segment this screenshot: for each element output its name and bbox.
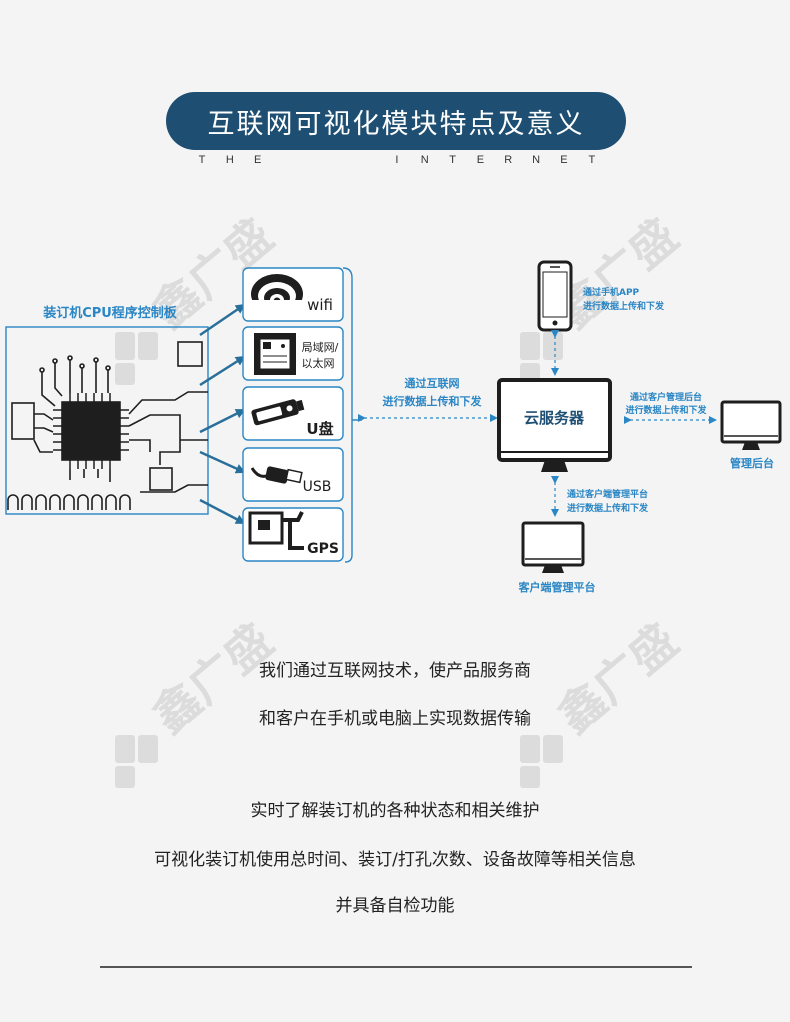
subtitle-letter: I: [395, 154, 399, 166]
wifi-label: wifi: [307, 296, 333, 314]
watermark-logo: 鑫广盛: [115, 613, 283, 788]
lan-module-icon: [254, 333, 296, 375]
board-to-module-arrows: [199, 303, 246, 525]
gps-label: GPS: [307, 541, 339, 557]
internet-link-label-line1: 通过互联网: [405, 376, 460, 390]
description-line-5: 并具备自检功能: [335, 896, 455, 916]
module-udisk: U盘: [242, 386, 344, 441]
subtitle-letter: T: [449, 154, 456, 166]
usb-drive-icon: [251, 399, 305, 426]
gps-module-icon: [248, 511, 304, 550]
cpu-board: [5, 326, 209, 515]
usb-cable-icon: [250, 466, 303, 484]
subtitle-letter: T: [198, 154, 206, 166]
subtitle-letter: E: [560, 154, 568, 166]
subtitle-letter: T: [588, 154, 596, 166]
client-link-label-line1: 通过客户端管理平台: [567, 488, 648, 500]
page-title: 互联网可视化模块特点及意义: [166, 92, 626, 150]
module-gps: GPS: [242, 507, 344, 562]
lan-label-line2: 以太网: [302, 357, 335, 370]
phone-link-label-line2: 进行数据上传和下发: [583, 300, 665, 312]
board-label: 装订机CPU程序控制板: [42, 305, 178, 321]
phone-link-label-line1: 通过手机APP: [583, 286, 640, 298]
cloud-server-monitor: 云服务器: [497, 378, 612, 472]
subtitle-the-internet: T H E I N T E R N E T: [197, 154, 597, 166]
module-lan: 局域网/ 以太网: [242, 326, 344, 381]
admin-link-label-line1: 通过客户管理后台: [630, 391, 702, 403]
cloud-server-label: 云服务器: [524, 409, 585, 427]
internet-link-label-line2: 进行数据上传和下发: [383, 394, 483, 408]
cpu-chip-icon: [61, 401, 121, 461]
phone-icon: [537, 260, 573, 332]
wifi-icon: [250, 274, 304, 318]
module-wifi: wifi: [242, 267, 344, 322]
description-line-3: 实时了解装订机的各种状态和相关维护: [250, 801, 540, 821]
subtitle-letter: H: [225, 154, 234, 166]
udisk-label: U盘: [306, 420, 333, 438]
subtitle-letter: E: [254, 154, 262, 166]
subtitle-letter: N: [420, 154, 429, 166]
module-usb: USB: [242, 447, 344, 502]
bottom-divider: [100, 966, 692, 968]
admin-link-label-line2: 进行数据上传和下发: [625, 404, 707, 416]
lan-label-line1: 局域网/: [302, 341, 339, 354]
usb-label: USB: [303, 479, 332, 495]
client-label: 客户端管理平台: [518, 580, 596, 594]
description-line-2: 和客户在手机或电脑上实现数据传输: [259, 709, 531, 729]
subtitle-letter: E: [476, 154, 485, 166]
admin-label: 管理后台: [730, 456, 774, 470]
admin-monitor-icon: [720, 400, 782, 450]
page-title-text: 互联网可视化模块特点及意义: [207, 108, 585, 140]
client-monitor-icon: [521, 521, 585, 573]
subtitle-letter: R: [504, 154, 513, 166]
subtitle-letter: N: [532, 154, 541, 166]
client-link-label-line2: 进行数据上传和下发: [567, 502, 649, 514]
description-line-4: 可视化装订机使用总时间、装订/打孔次数、设备故障等相关信息: [154, 850, 636, 870]
description-line-1: 我们通过互联网技术，使产品服务商: [259, 661, 531, 681]
module-bracket: [342, 267, 362, 563]
watermark-logo: 鑫广盛: [520, 613, 688, 788]
